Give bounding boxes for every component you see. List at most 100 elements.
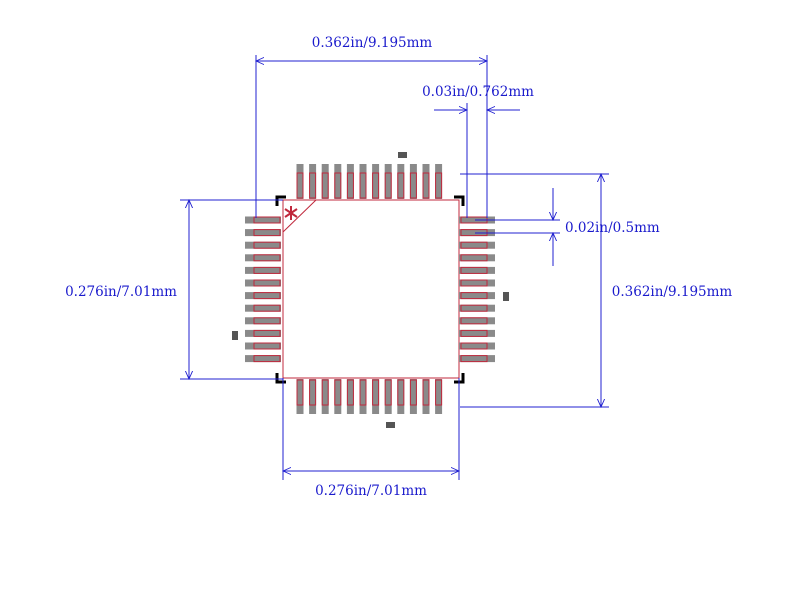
pin-pad [459, 355, 495, 363]
pin-pad [334, 379, 342, 414]
pin-pad-outline [460, 279, 488, 287]
pin-pad [245, 317, 281, 325]
pin-pad-outline [253, 254, 281, 262]
pin-pad-outline [359, 379, 367, 406]
pin-pad [245, 229, 281, 237]
pin-pad-outline [346, 172, 354, 199]
pin-pad [372, 164, 380, 199]
pin-pad [245, 241, 281, 249]
pin-pad [245, 279, 281, 287]
dimension-lines [180, 55, 609, 480]
pin-pad-outline [253, 216, 281, 224]
pin-pad-outline [397, 172, 405, 199]
pin-pad-outline [460, 241, 488, 249]
pin-pad [435, 164, 443, 199]
pin-pad [459, 317, 495, 325]
pin-pad-outline [384, 379, 392, 406]
pin-pad [245, 254, 281, 262]
pin-pad-outline [409, 172, 417, 199]
fiducial-right [503, 292, 509, 301]
pin-pad [245, 304, 281, 312]
pin-pad-outline [253, 229, 281, 237]
pin-pad [435, 379, 443, 414]
pin-pad [296, 379, 304, 414]
pin-pad-outline [346, 379, 354, 406]
pin-pad [459, 266, 495, 274]
pin-row-left [245, 216, 281, 363]
dim-label-pin-width: 0.03in/0.762mm [422, 84, 534, 100]
pin-pad-outline [334, 172, 342, 199]
pin-pad [245, 292, 281, 300]
pin-pad-outline [460, 292, 488, 300]
pin-pad-outline [321, 172, 329, 199]
pin-pad [384, 379, 392, 414]
pin1-chamfer-line [282, 199, 317, 233]
pin-pad [346, 164, 354, 199]
pin-pad-outline [397, 379, 405, 406]
pin-pad [422, 379, 430, 414]
pin-pad-outline [460, 266, 488, 274]
pin-pad-outline [435, 379, 443, 406]
pin-pad [397, 164, 405, 199]
pin-pad [346, 379, 354, 414]
pin-pad [384, 164, 392, 199]
pin-pad [409, 164, 417, 199]
fiducial-bottom [386, 422, 395, 428]
pin-pad [459, 329, 495, 337]
pin-pad-outline [253, 266, 281, 274]
pin-pad-outline [253, 241, 281, 249]
pin-pad [459, 292, 495, 300]
pin-pad [409, 379, 417, 414]
pin-pad-outline [409, 379, 417, 406]
pin-pad-outline [384, 172, 392, 199]
pin-pad [245, 216, 281, 224]
pin-pad [296, 164, 304, 199]
pin-pad-outline [309, 172, 317, 199]
pin-pad [459, 254, 495, 262]
pin-pad-outline [460, 355, 488, 363]
pin-pad [459, 241, 495, 249]
pin-pad-outline [253, 355, 281, 363]
pin-pad [321, 164, 329, 199]
pin-pad-outline [460, 304, 488, 312]
pin-pad-outline [372, 172, 380, 199]
pin-pad [309, 164, 317, 199]
pin-pad-outline [460, 342, 488, 350]
pin-pad [245, 266, 281, 274]
pin-pad [359, 164, 367, 199]
pin-pad-outline [372, 379, 380, 406]
pin-pad [245, 342, 281, 350]
pin-pad [245, 355, 281, 363]
pin-pad-outline [460, 317, 488, 325]
dim-label-right-overall-height: 0.362in/9.195mm [612, 284, 733, 300]
dim-label-top-overall-width: 0.362in/9.195mm [312, 35, 433, 51]
pin-pad [309, 379, 317, 414]
pin-pad-outline [253, 329, 281, 337]
pin-row-bottom [296, 379, 443, 414]
pin-pad-outline [422, 379, 430, 406]
fiducial-left [232, 331, 238, 340]
dimension-labels: 0.362in/9.195mm 0.03in/0.762mm 0.02in/0.… [65, 35, 732, 499]
pin-row-top [296, 164, 443, 199]
pin-pad [245, 329, 281, 337]
pin1-marker-icon [284, 206, 298, 220]
pin-pad-outline [253, 342, 281, 350]
pin-pad [422, 164, 430, 199]
pin-pad-outline [359, 172, 367, 199]
pin-pad-outline [435, 172, 443, 199]
pin-pad-outline [321, 379, 329, 406]
pin-pad-outline [296, 379, 304, 406]
package-body-outline [282, 199, 460, 379]
pin-pad [459, 304, 495, 312]
pin-pad [359, 379, 367, 414]
dim-label-pin-pitch: 0.02in/0.5mm [565, 220, 660, 236]
pin-pad [459, 342, 495, 350]
pin-pad-outline [253, 304, 281, 312]
pin-pad-outline [296, 172, 304, 199]
pin-pad-outline [422, 172, 430, 199]
pin-row-right [459, 216, 495, 363]
pin-pad-outline [253, 292, 281, 300]
pin-pad [397, 379, 405, 414]
pin-pad [334, 164, 342, 199]
